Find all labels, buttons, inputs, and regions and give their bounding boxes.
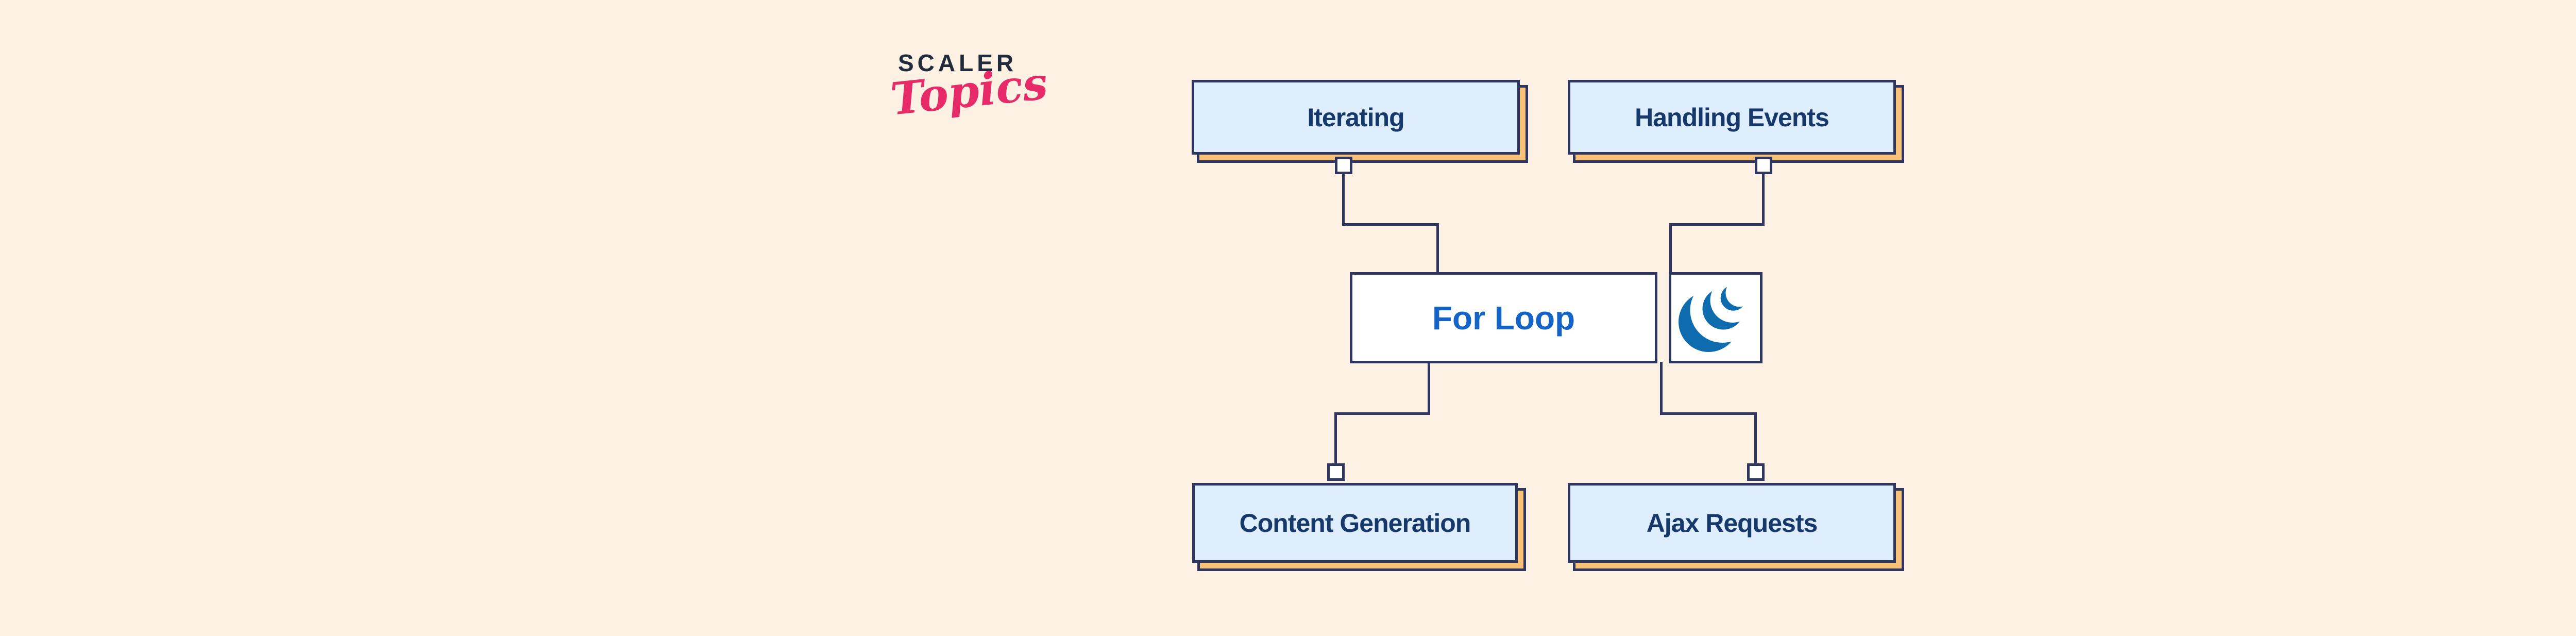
node-content-generation: Content Generation (1192, 483, 1518, 563)
connector-line (1428, 362, 1430, 415)
logo-sub-text: Topics (888, 57, 1050, 126)
node-iterating: Iterating (1192, 80, 1520, 155)
node-handling-events: Handling Events (1568, 80, 1896, 155)
connector-line (1660, 412, 1757, 415)
node-ajax-requests-label: Ajax Requests (1646, 508, 1818, 538)
node-for-loop-label: For Loop (1432, 299, 1575, 337)
connector-line (1334, 412, 1337, 463)
connector-square-iterating (1335, 157, 1352, 174)
node-ajax-requests: Ajax Requests (1568, 483, 1896, 563)
node-jquery-icon-box (1669, 272, 1762, 363)
connector-square-handling-events (1755, 157, 1772, 174)
connector-line (1334, 412, 1430, 415)
logo-brand-text: SCALER (898, 49, 1018, 76)
connector-line (1436, 223, 1439, 272)
connector-line (1660, 362, 1663, 415)
node-for-loop: For Loop (1350, 272, 1657, 363)
connector-line (1762, 173, 1765, 226)
jquery-logo-icon (1676, 279, 1755, 357)
connector-line (1754, 412, 1757, 463)
connector-line (1669, 223, 1765, 226)
scaler-topics-logo: SCALER Topics (888, 49, 1050, 125)
connector-square-ajax-requests (1747, 463, 1765, 481)
node-iterating-label: Iterating (1307, 103, 1404, 132)
connector-square-content-generation (1327, 463, 1345, 481)
node-content-generation-label: Content Generation (1239, 508, 1471, 538)
node-handling-events-label: Handling Events (1635, 103, 1829, 132)
connector-line (1342, 173, 1345, 226)
connector-line (1669, 223, 1672, 272)
connector-line (1342, 223, 1439, 226)
